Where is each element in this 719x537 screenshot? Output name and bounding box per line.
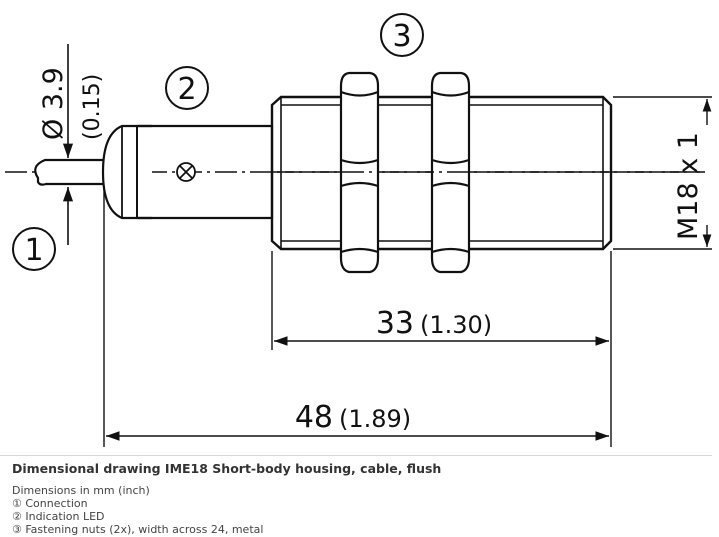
callout-1: 1: [12, 227, 56, 271]
cable: [34, 158, 103, 186]
caption-item-fastening-nuts: ③ Fastening nuts (2x), width across 24, …: [12, 523, 264, 536]
diameter-in-label: (0.15): [80, 74, 105, 140]
caption-units: Dimensions in mm (inch): [12, 484, 150, 497]
dimension-33-in: (1.30): [420, 311, 492, 339]
caption-title: Dimensional drawing IME18 Short-body hou…: [12, 461, 442, 476]
callout-3-number: 3: [392, 19, 411, 54]
diameter-mm-label: Ø 3.9: [38, 67, 69, 140]
callout-1-number: 1: [24, 233, 43, 268]
caption-divider: [0, 455, 712, 456]
caption-item-connection: ① Connection: [12, 497, 88, 510]
extension-lines: [103, 186, 612, 447]
dimension-33-mm: 33: [376, 306, 414, 341]
dimensional-drawing: Ø 3.9 (0.15) 1 2 3 M18 x 1 33 (1.30) 48 …: [5, 13, 712, 447]
dimension-48-in: (1.89): [339, 405, 411, 433]
callout-2-number: 2: [177, 72, 196, 107]
callout-2: 2: [165, 66, 209, 110]
cable-boot: [101, 124, 152, 220]
figure-caption: Dimensional drawing IME18 Short-body hou…: [12, 461, 712, 536]
callout-3: 3: [380, 13, 424, 57]
thread-label: M18 x 1: [673, 132, 704, 240]
thread-dimension: [613, 96, 712, 250]
dimension-48-mm: 48: [295, 400, 333, 435]
caption-item-indication-led: ② Indication LED: [12, 510, 105, 523]
led-symbol: [176, 162, 196, 182]
